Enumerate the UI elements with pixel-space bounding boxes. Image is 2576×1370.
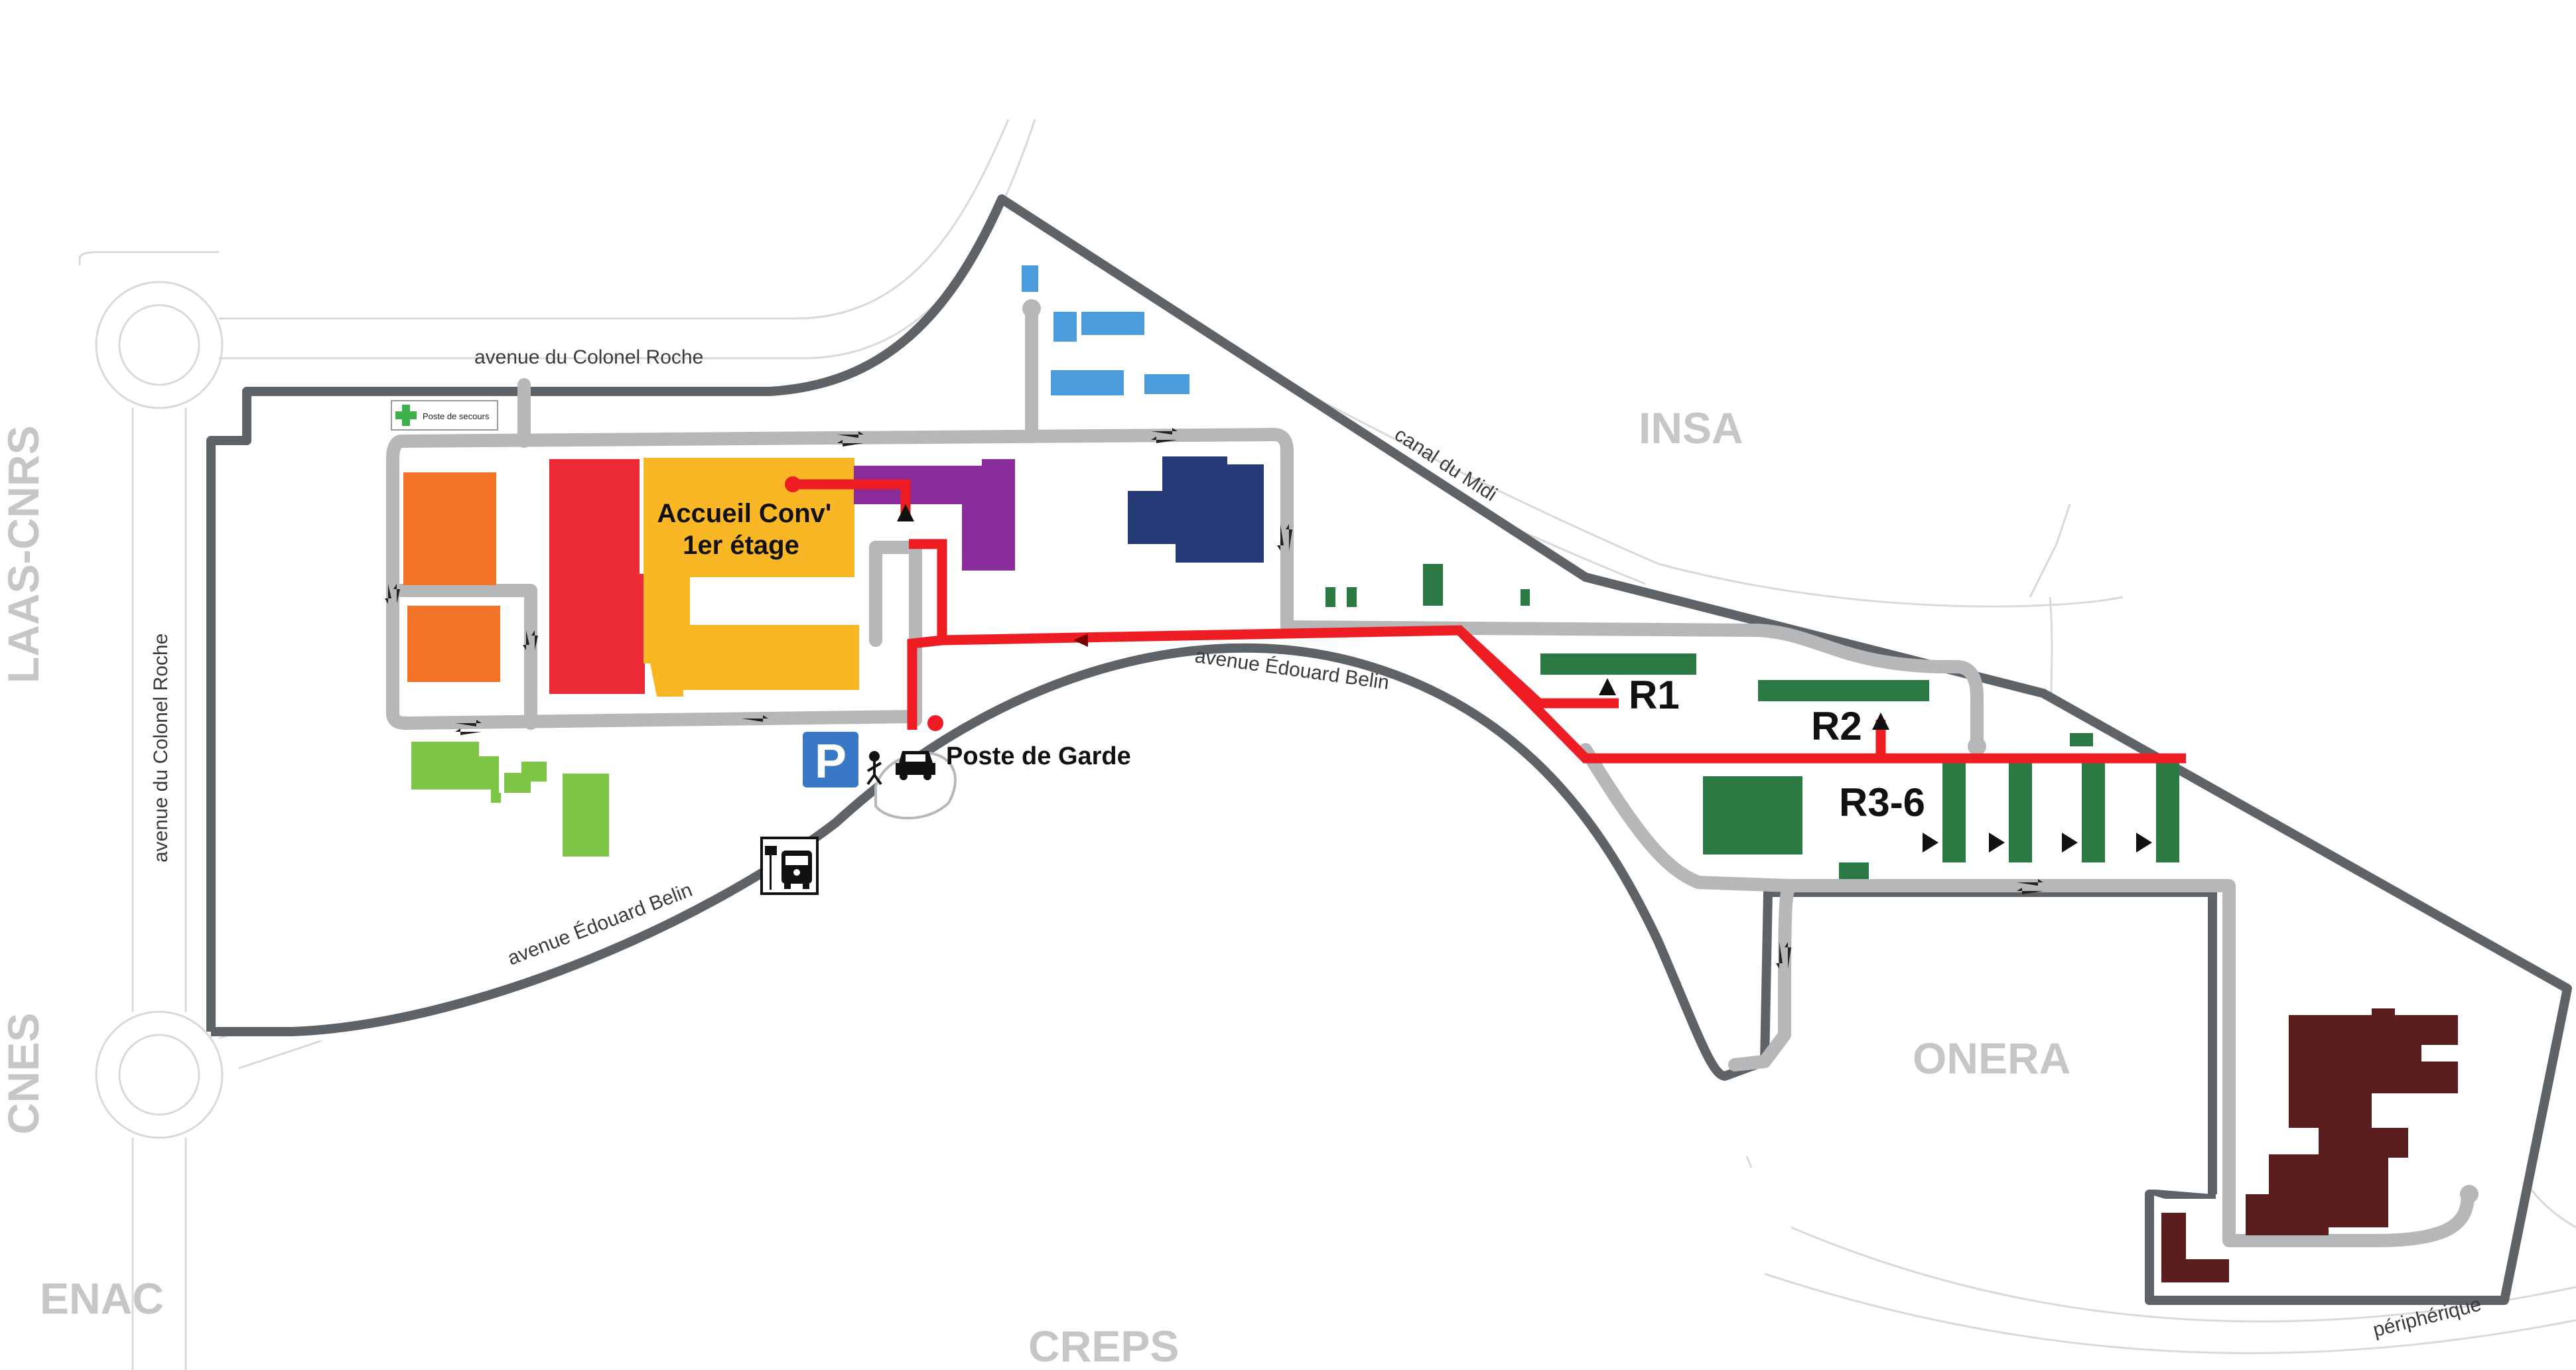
building-green-tiny bbox=[2070, 733, 2093, 746]
direction-arrow-icon bbox=[897, 504, 914, 521]
building-orange-2 bbox=[407, 606, 500, 682]
route bbox=[785, 476, 2186, 764]
building-lightgreen-3 bbox=[563, 774, 609, 856]
building-navy bbox=[1128, 456, 1264, 563]
bus-stop-icon bbox=[760, 837, 819, 895]
direction-arrow-icon bbox=[1599, 678, 1616, 695]
building-green-r6 bbox=[2156, 763, 2179, 862]
internal-roads bbox=[386, 305, 2474, 1247]
pedestrian-icon bbox=[866, 751, 882, 786]
building-lightblue-2 bbox=[1053, 312, 1077, 342]
area-label-insa: INSA bbox=[1639, 403, 1743, 452]
building-green-r5 bbox=[2082, 763, 2105, 862]
building-lightblue-4 bbox=[1051, 370, 1124, 395]
building-green-2 bbox=[1347, 587, 1357, 607]
building-maroon-small bbox=[2161, 1213, 2229, 1282]
building-red bbox=[549, 459, 645, 694]
direction-arrow-icon bbox=[1872, 713, 1889, 730]
building-lightgreen bbox=[411, 742, 501, 803]
direction-arrows bbox=[897, 504, 2152, 853]
building-green-r2 bbox=[1758, 680, 1929, 701]
building-green-r3 bbox=[1942, 763, 1966, 862]
building-orange-1 bbox=[403, 472, 496, 585]
street-label-colonel-roche-left: avenue du Colonel Roche bbox=[150, 634, 172, 862]
first-aid-label: Poste de secours bbox=[423, 411, 490, 421]
street-label-colonel-roche-top: avenue du Colonel Roche bbox=[474, 346, 703, 368]
building-green-small bbox=[1839, 862, 1869, 879]
area-label-laas: LAAS-CNRS bbox=[0, 425, 48, 683]
building-green-r4 bbox=[2009, 763, 2032, 862]
direction-arrow-icon bbox=[2136, 833, 2152, 853]
first-aid-cross-icon bbox=[391, 400, 498, 431]
building-maroon-main bbox=[2246, 1008, 2458, 1235]
area-label-cnes: CNES bbox=[0, 1013, 48, 1134]
area-label-enac: ENAC bbox=[40, 1274, 164, 1323]
area-label-onera: ONERA bbox=[1913, 1034, 2070, 1083]
road-node bbox=[2460, 1185, 2478, 1203]
parking-letter: P bbox=[815, 735, 847, 788]
direction-arrow-icon bbox=[2062, 833, 2078, 853]
building-lightblue-3 bbox=[1081, 312, 1144, 335]
route-entrance bbox=[927, 715, 943, 731]
traffic-arrows bbox=[385, 428, 2043, 969]
building-lightgreen-4 bbox=[504, 773, 531, 793]
campus-perimeter-lower-left bbox=[211, 643, 2217, 1194]
route-label-r3-6: R3-6 bbox=[1839, 780, 1925, 825]
building-green-3 bbox=[1423, 564, 1443, 606]
route-label-r2: R2 bbox=[1811, 704, 1862, 748]
route-start bbox=[785, 476, 801, 492]
road-node bbox=[1022, 299, 1041, 318]
direction-arrow-icon bbox=[1923, 833, 1938, 853]
poste-de-garde-label: Poste de Garde bbox=[946, 742, 1131, 770]
area-label-creps: CREPS bbox=[1028, 1322, 1179, 1370]
direction-arrow-icon bbox=[1989, 833, 2005, 853]
building-green-1 bbox=[1325, 587, 1335, 607]
building-yellow-accueil bbox=[644, 458, 859, 697]
building-green-r1 bbox=[1540, 653, 1696, 675]
accueil-label-line1: Accueil Conv' bbox=[657, 499, 832, 528]
route-label-r1: R1 bbox=[1629, 673, 1680, 717]
building-lightblue-1 bbox=[1022, 265, 1038, 292]
building-green-big bbox=[1703, 776, 1802, 855]
road-node bbox=[1968, 737, 1986, 756]
building-lightblue-5 bbox=[1144, 374, 1189, 394]
building-green-4 bbox=[1521, 589, 1530, 606]
buildings bbox=[403, 265, 2458, 1282]
parking-icon: P bbox=[803, 732, 858, 788]
accueil-label-line2: 1er étage bbox=[683, 531, 799, 560]
route-arrow-icon bbox=[1073, 634, 1088, 647]
car-icon bbox=[896, 751, 935, 780]
